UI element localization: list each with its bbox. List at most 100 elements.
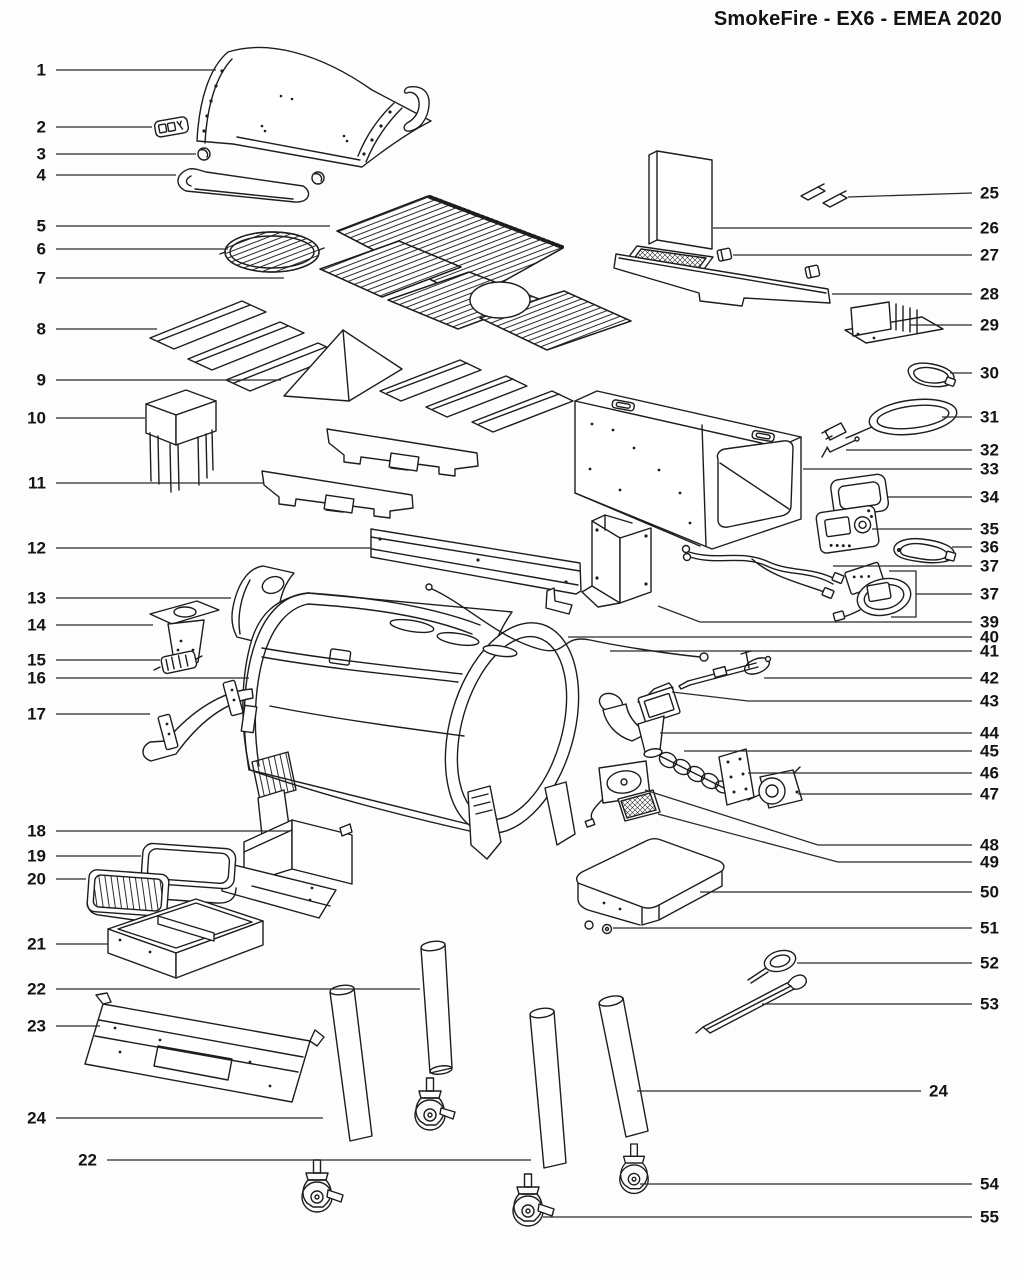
callout-label-20: 20 [27,870,46,889]
callout-label-32: 32 [980,441,999,460]
diagram-title: SmokeFire - EX6 - EMEA 2020 [713,8,1002,30]
callout-label-36: 36 [980,538,999,557]
part-29-controller-mount-art [844,301,944,344]
callout-layer: 1234567891011121314151617181920212223242… [27,61,999,1227]
callout-label-53: 53 [980,995,999,1014]
callout-label-8: 8 [37,320,46,339]
callout-label-39: 39 [980,613,999,632]
callout-label-47: 47 [980,785,999,804]
part-32-pin-art [821,436,860,458]
part-23-front-panel-art [84,992,325,1103]
callout-label-13: 13 [27,589,46,608]
part-35-controller-art [815,505,880,554]
callout-label-49: 49 [980,853,999,872]
part-31-power-cord-art [821,398,958,441]
callout-label-26: 26 [980,219,999,238]
callout-label-19: 19 [27,847,46,866]
callout-label-22: 22 [78,1151,97,1170]
callout-label-5: 5 [37,217,46,236]
callout-label-33: 33 [980,460,999,479]
callout-label-44: 44 [980,724,999,743]
part-53-scraper-tool-art [695,974,807,1034]
parts-artwork [84,46,958,1227]
callout-label-6: 6 [37,240,46,259]
callout-label-22: 22 [27,980,46,999]
callout-label-55: 55 [980,1208,999,1227]
part-18-grease-duct-art [221,819,353,919]
callout-line-39 [657,605,972,623]
callout-label-27: 27 [980,246,999,265]
callout-label-42: 42 [980,669,999,688]
part-3-fastener-art [197,147,325,185]
part-36-cable-loop-art [893,537,957,564]
callout-label-18: 18 [27,822,46,841]
part-12-rail-art [370,528,582,615]
part-25-clips-art [800,183,848,208]
part-9-heat-baffle-art [283,329,403,402]
callout-label-37: 37 [980,557,999,576]
part-49-grid-plate-art [617,789,661,822]
part-51-fasteners-art [584,920,613,935]
part-33-hopper-art [574,390,802,550]
callout-label-40: 40 [980,628,999,647]
callout-label-17: 17 [27,705,46,724]
callout-label-1: 1 [37,61,46,80]
callout-label-50: 50 [980,883,999,902]
callout-label-28: 28 [980,285,999,304]
callout-label-15: 15 [27,651,46,670]
callout-line-25 [847,192,973,198]
callout-label-51: 51 [980,919,999,938]
callout-line-37 [889,570,917,618]
part-37-harness-art [681,544,845,599]
callout-label-52: 52 [980,954,999,973]
part-17-side-handle-art [142,679,254,762]
callout-label-11: 11 [28,474,46,493]
callout-label-46: 46 [980,764,999,783]
part-8-flavorizer-bars-art [149,300,574,433]
part-13-chute-art [231,565,295,644]
callout-label-16: 16 [27,669,46,688]
part-15-igniter-block-art [153,650,203,675]
callout-label-35: 35 [980,520,999,539]
callout-label-29: 29 [980,316,999,335]
part-27-clip-art [716,247,821,279]
part-11-bracket-art [261,428,479,519]
callout-label-43: 43 [980,692,999,711]
part-52-spoon-tool-art [747,949,797,984]
part-42-probe-art [678,650,772,690]
part-50-slab-art [575,838,725,926]
callout-label-10: 10 [27,409,46,428]
callout-label-21: 21 [27,935,46,954]
callout-label-54: 54 [980,1175,999,1194]
part-4-lid-handle-art [177,168,310,203]
callout-label-7: 7 [37,269,46,288]
callout-label-12: 12 [27,539,46,558]
callout-label-23: 23 [27,1017,46,1036]
part-39-funnel-bracket-art [581,514,652,608]
part-46-plate-art [718,748,755,806]
part-22-24-legs-casters-art [301,940,649,1227]
part-44-auger-chute-art [598,686,681,758]
callout-label-31: 31 [980,408,999,427]
callout-label-4: 4 [37,166,47,185]
callout-label-25: 25 [980,184,999,203]
callout-label-41: 41 [980,642,999,661]
callout-label-37: 37 [980,585,999,604]
callout-label-14: 14 [27,616,46,635]
part-16-cookbox-art [240,592,580,860]
callout-line-43 [671,691,972,702]
part-47-motor-art [747,766,803,809]
part-28-shelf-art [613,253,831,307]
part-20-drip-pan-art [86,869,170,924]
callout-label-34: 34 [980,488,999,507]
part-2-logo-badge-art [153,116,190,138]
callout-label-9: 9 [37,371,46,390]
part-30-strap-art [907,362,957,388]
part-6-round-grate-art [219,231,325,273]
part-1-lid-art [196,46,432,168]
part-21-slide-tray-art [107,898,264,979]
callout-line-48 [644,789,972,846]
callout-label-2: 2 [37,118,46,137]
